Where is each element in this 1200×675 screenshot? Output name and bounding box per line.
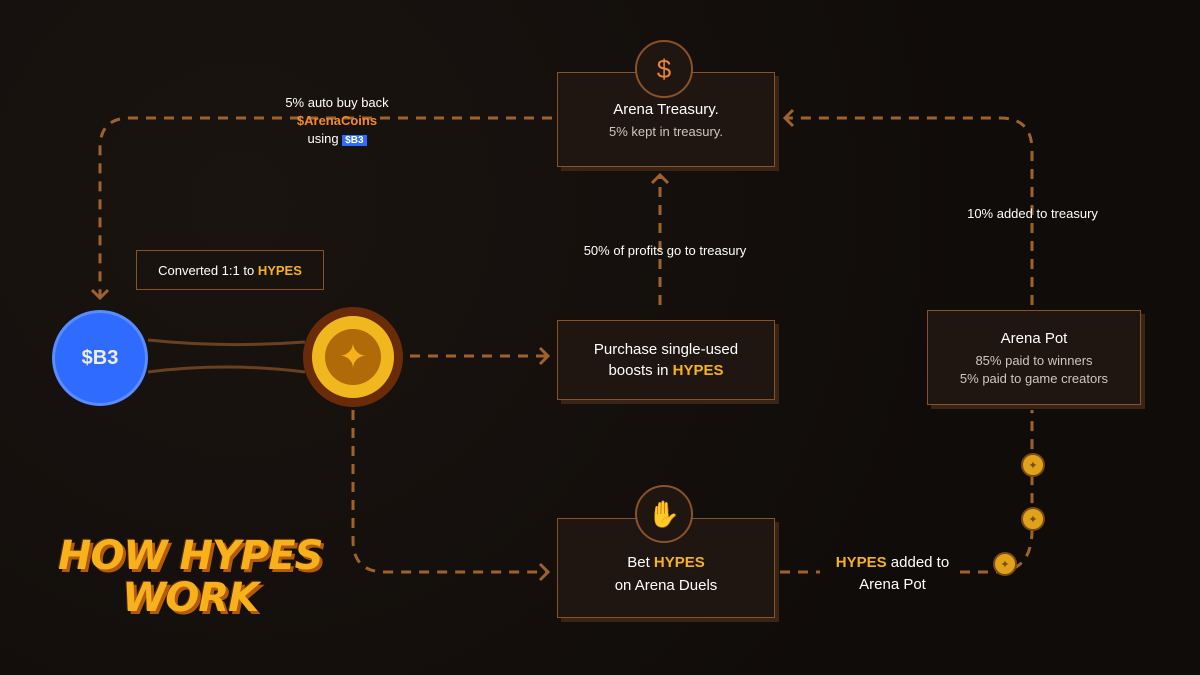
converted-label: Converted 1:1 to HYPES — [136, 250, 324, 290]
converted-highlight: HYPES — [257, 262, 302, 278]
buyback-label: 5% auto buy back $ArenaCoins using $B3 — [262, 94, 412, 150]
buyback-arrowhead — [90, 288, 110, 301]
b3-token-coin: $B3 — [52, 310, 148, 406]
profits-arrowhead — [650, 172, 670, 185]
added-line1: added to — [886, 554, 950, 571]
buyback-line1: 5% auto buy back — [285, 95, 389, 110]
added-line2: Arena Pot — [859, 576, 926, 593]
bet-arrow — [351, 410, 548, 574]
pot-line2: 5% paid to game creators — [959, 370, 1109, 386]
buyback-line2: $ArenaCoins — [296, 113, 378, 128]
added-label: HYPES added to Arena Pot — [820, 552, 965, 596]
buyback-arrow — [98, 116, 552, 298]
title-line1: HOW HYPES — [58, 533, 323, 579]
bet-line2: on Arena Duels — [614, 577, 718, 594]
page-title: HOW HYPES WORK — [58, 533, 323, 621]
pot-title: Arena Pot — [1000, 329, 1068, 347]
pot-treasury-arrow — [785, 116, 1034, 305]
coin-icon: ✦ — [993, 552, 1017, 576]
boosts-line1: Purchase single-used — [593, 341, 739, 358]
boosts-arrowhead — [538, 346, 551, 366]
conversion-line — [147, 338, 306, 347]
pot-box: Arena Pot 85% paid to winners 5% paid to… — [927, 310, 1141, 405]
conversion-line — [147, 365, 306, 374]
pot-line1: 85% paid to winners — [975, 352, 1093, 368]
coin-icon: ✦ — [1021, 453, 1045, 477]
added-highlight: HYPES — [835, 554, 887, 571]
hand-coin-icon: ✋ — [635, 485, 693, 543]
converted-text: Converted 1:1 to — [158, 262, 258, 278]
boosts-box: Purchase single-used boosts in HYPES — [557, 320, 775, 400]
hypes-coin: ✦ — [303, 307, 403, 407]
boosts-line2: boosts in — [608, 362, 673, 379]
pot-arrow — [780, 410, 1034, 574]
title-line2: WORK — [122, 575, 259, 621]
profits-label: 50% of profits go to treasury — [583, 243, 747, 258]
treasury-box: Arena Treasury. 5% kept in treasury. — [557, 72, 775, 167]
star-icon: ✦ — [325, 329, 381, 385]
money-bag-icon: $ — [635, 40, 693, 98]
token-logo: $B3 — [342, 135, 367, 146]
bet-highlight: HYPES — [653, 554, 705, 571]
bet-pre: Bet — [627, 554, 654, 571]
treasury-title: Arena Treasury. — [613, 100, 719, 118]
pot-treasury-arrowhead — [782, 108, 795, 128]
pot-treasury-label: 10% added to treasury — [967, 206, 1098, 221]
buyback-line3: using — [307, 131, 339, 146]
bet-box: Bet HYPES on Arena Duels — [557, 518, 775, 618]
coin-icon: ✦ — [1021, 507, 1045, 531]
b3-token-logo: $B3 — [81, 346, 119, 369]
treasury-subtitle: 5% kept in treasury. — [609, 123, 723, 139]
boosts-highlight: HYPES — [672, 362, 724, 379]
bet-arrowhead — [538, 562, 551, 582]
